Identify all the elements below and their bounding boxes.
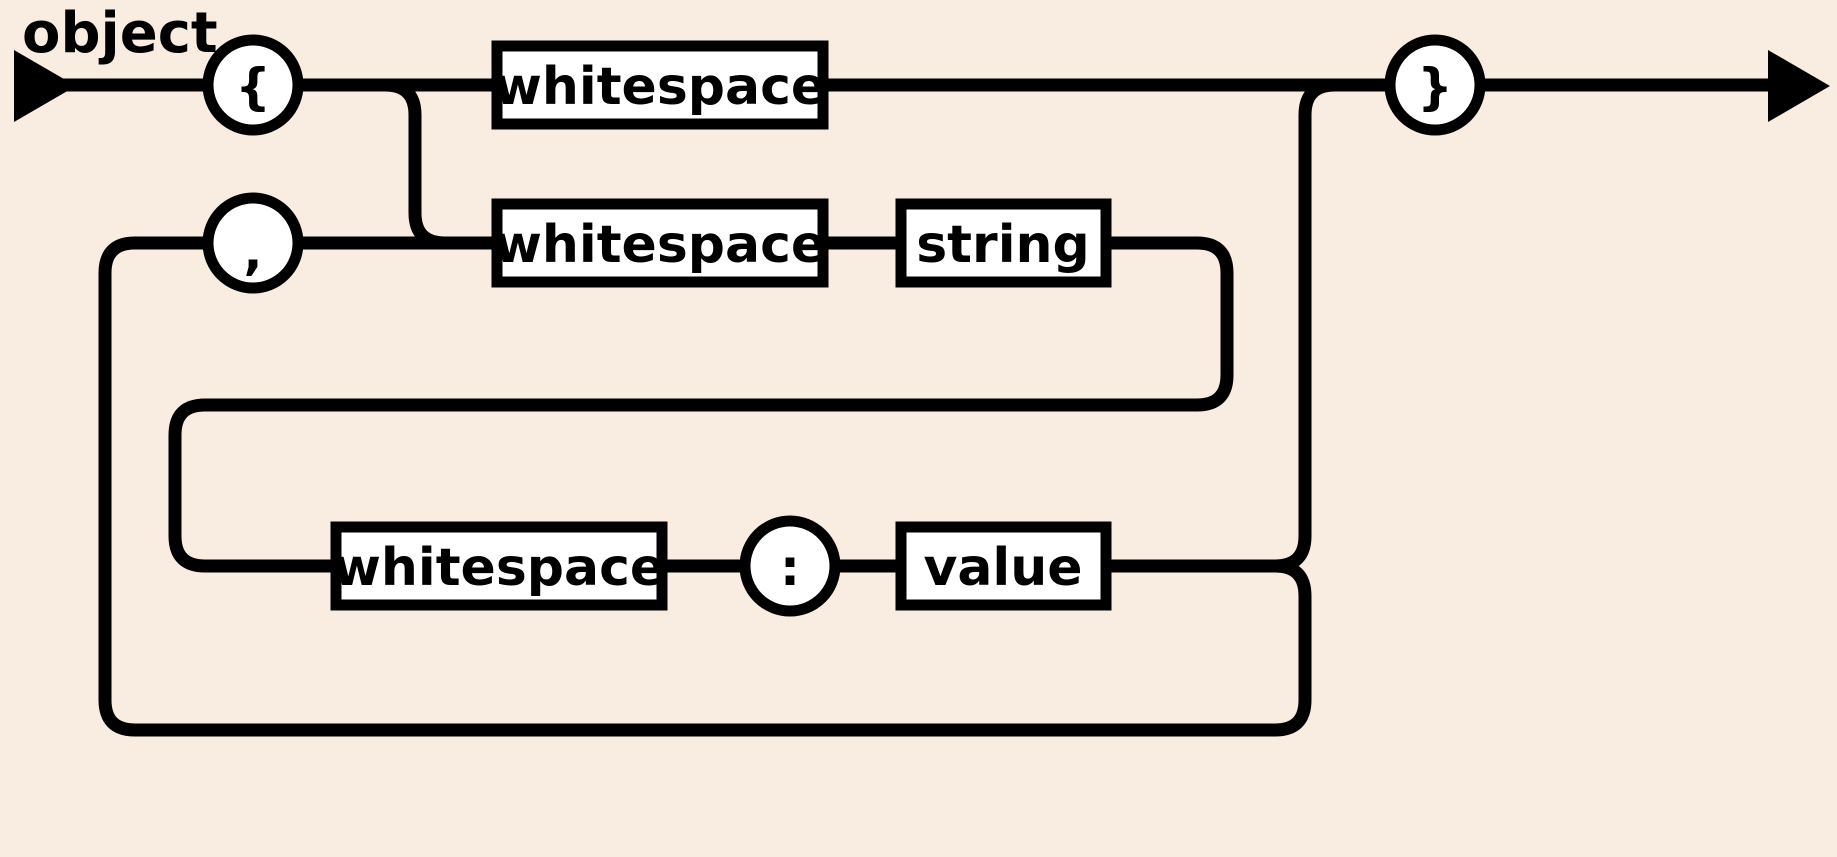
rail-open-brace-branch-down: [355, 78, 497, 250]
whitespace-1-label: whitespace: [494, 57, 826, 117]
comma-label: ,: [244, 223, 263, 281]
nonterminal-whitespace-2[interactable]: whitespace: [491, 198, 829, 288]
string-label: string: [916, 215, 1090, 275]
whitespace-3-label: whitespace: [333, 538, 665, 598]
exit-arrow-icon: [1768, 50, 1830, 122]
rail-value-to-close-brace-riser: [1106, 78, 1390, 573]
whitespace-3-box[interactable]: [330, 521, 668, 611]
colon-label: :: [780, 539, 800, 597]
nonterminal-whitespace-1[interactable]: whitespace: [491, 40, 829, 130]
whitespace-1-box[interactable]: [491, 40, 829, 130]
value-label: value: [923, 538, 1082, 598]
nonterminal-whitespace-3[interactable]: whitespace: [330, 521, 668, 611]
entry-arrow-icon: [14, 50, 76, 122]
rail-paths: [40, 78, 1800, 737]
terminal-close-brace[interactable]: }: [1384, 34, 1486, 136]
whitespace-2-label: whitespace: [494, 215, 826, 275]
open-brace-circle[interactable]: [202, 34, 304, 136]
close-brace-label: }: [1417, 58, 1453, 116]
terminal-colon[interactable]: :: [739, 515, 841, 617]
rail-string-down-to-connector: [168, 236, 1234, 573]
colon-circle[interactable]: [739, 515, 841, 617]
value-box[interactable]: [895, 521, 1112, 611]
rail-value-down-to-bottom-loop: [1255, 559, 1312, 737]
nonterminal-string[interactable]: string: [895, 198, 1112, 288]
nonterminal-value[interactable]: value: [895, 521, 1112, 611]
terminal-open-brace[interactable]: {: [202, 34, 304, 136]
terminal-comma[interactable]: ,: [202, 192, 304, 294]
rail-comma-left-loop: [98, 236, 1275, 737]
whitespace-2-box[interactable]: [491, 198, 829, 288]
string-box[interactable]: [895, 198, 1112, 288]
comma-circle[interactable]: [202, 192, 304, 294]
page-title: object: [22, 1, 218, 66]
open-brace-label: {: [235, 58, 271, 116]
close-brace-circle[interactable]: [1384, 34, 1486, 136]
